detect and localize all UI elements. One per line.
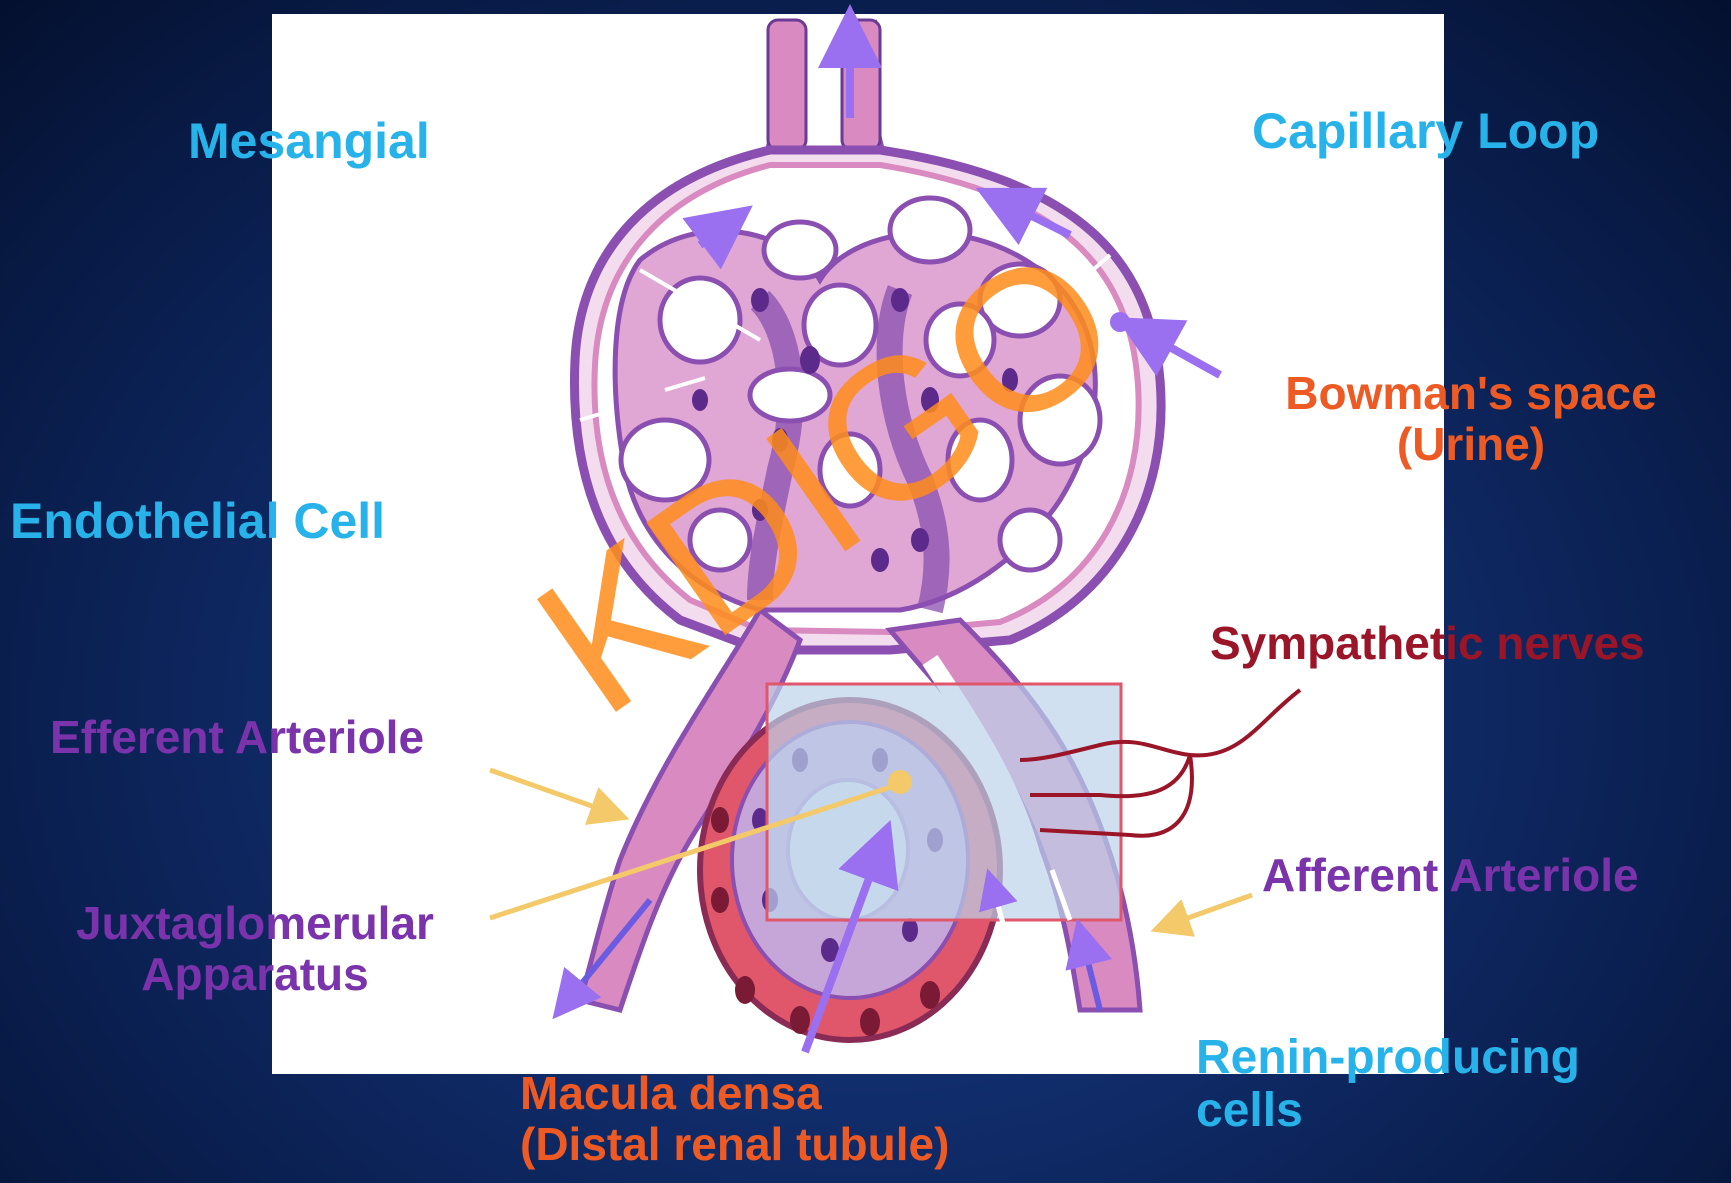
watermark-kdigo: KDIGO [499,204,1155,756]
